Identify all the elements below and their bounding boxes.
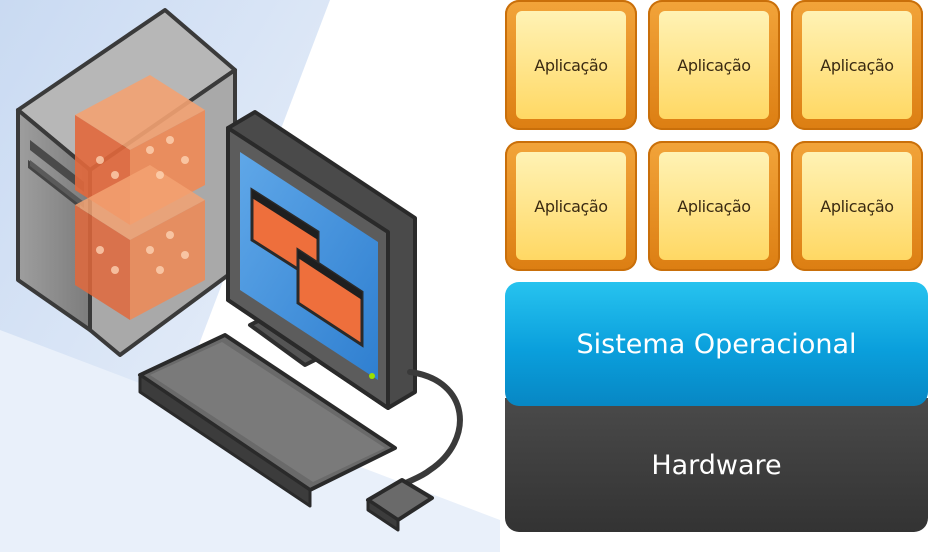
application-label: Aplicação	[534, 196, 608, 216]
operating-system-label: Sistema Operacional	[576, 328, 857, 360]
application-block-face: Aplicação	[659, 152, 769, 260]
computer-illustration-icon	[0, 0, 500, 552]
application-label: Aplicação	[820, 196, 894, 216]
keyboard-icon	[138, 333, 397, 508]
screen-window-icons	[250, 187, 364, 348]
computer-tower-icon	[16, 8, 237, 357]
application-block-face: Aplicação	[802, 152, 912, 260]
monitor-icon	[226, 110, 417, 410]
application-label: Aplicação	[820, 55, 894, 75]
application-label: Aplicação	[677, 55, 751, 75]
application-block-5: Aplicação	[648, 141, 780, 271]
operating-system-layer: Sistema Operacional	[505, 282, 928, 406]
application-block-4: Aplicação	[505, 141, 637, 271]
application-block-face: Aplicação	[659, 11, 769, 119]
application-label: Aplicação	[534, 55, 608, 75]
application-block-face: Aplicação	[516, 152, 626, 260]
application-block-2: Aplicação	[648, 0, 780, 130]
hardware-layer: Hardware	[505, 398, 928, 532]
mouse-cable-icon	[397, 369, 463, 489]
virtual-machine-boxes-icon	[75, 75, 205, 320]
application-block-face: Aplicação	[802, 11, 912, 119]
application-block-3: Aplicação	[791, 0, 923, 130]
application-block-1: Aplicação	[505, 0, 637, 130]
mouse-icon	[366, 478, 434, 532]
application-block-6: Aplicação	[791, 141, 923, 271]
application-label: Aplicação	[677, 196, 751, 216]
hardware-label: Hardware	[651, 449, 782, 481]
application-block-face: Aplicação	[516, 11, 626, 119]
